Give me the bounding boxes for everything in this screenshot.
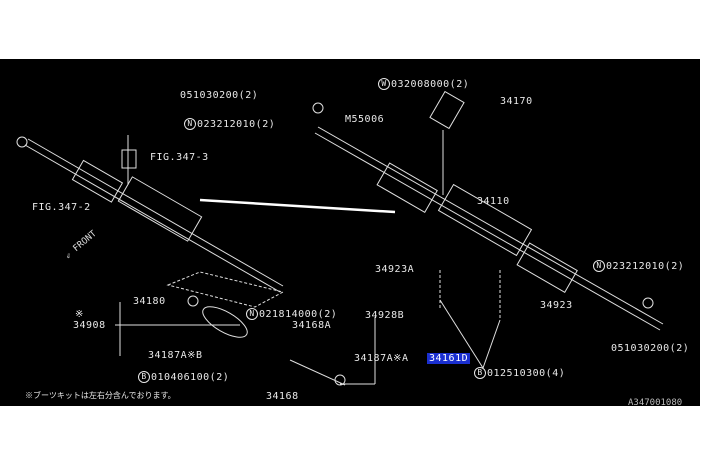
diagram-panel [0,59,700,406]
footnote: ※ブーツキットは左右分含んでおります。 [25,391,176,400]
drawing-code: A347001080 [628,398,683,406]
label-34923a[interactable]: 34923A [375,264,415,275]
part-number: 012510300(4) [487,368,566,379]
label-34110[interactable]: 34110 [477,196,510,207]
part-number: 032008000(2) [391,79,470,90]
label-34170[interactable]: 34170 [500,96,533,107]
label-34928b[interactable]: 34928B [365,310,405,321]
label-051030200-left[interactable]: 051030200(2) [180,90,259,101]
right-rack-assembly [312,90,664,369]
n-circle-icon: N [184,118,196,130]
label-m55006[interactable]: M55006 [345,114,385,125]
label-34187a-b[interactable]: 34187A※B [148,350,203,361]
n-circle-icon: N [246,308,258,320]
label-fig-347-3[interactable]: FIG.347-3 [150,152,209,163]
label-051030200-right[interactable]: 051030200(2) [611,343,690,354]
label-fig-347-2[interactable]: FIG.347-2 [32,202,91,213]
w-circle-icon: W [378,78,390,90]
b-circle-icon: B [474,367,486,379]
label-34168[interactable]: 34168 [266,391,299,402]
label-34161d-highlighted[interactable]: 34161D [427,353,471,364]
boot-kit-parts [115,271,376,386]
label-34908-mark: ※ [75,309,84,320]
b-circle-icon: B [138,371,150,383]
label-34180[interactable]: 34180 [133,296,166,307]
label-34908[interactable]: 34908 [73,320,106,331]
part-number: 023212010(2) [197,119,276,130]
part-number: 023212010(2) [606,261,685,272]
part-number: 010406100(2) [151,372,230,383]
part-number: 021814000(2) [259,309,338,320]
label-34923[interactable]: 34923 [540,300,573,311]
label-34168a[interactable]: 34168A [292,320,332,331]
n-circle-icon: N [593,260,605,272]
label-34187a-a[interactable]: 34187A※A [354,353,409,364]
left-rack-assembly [16,135,396,293]
